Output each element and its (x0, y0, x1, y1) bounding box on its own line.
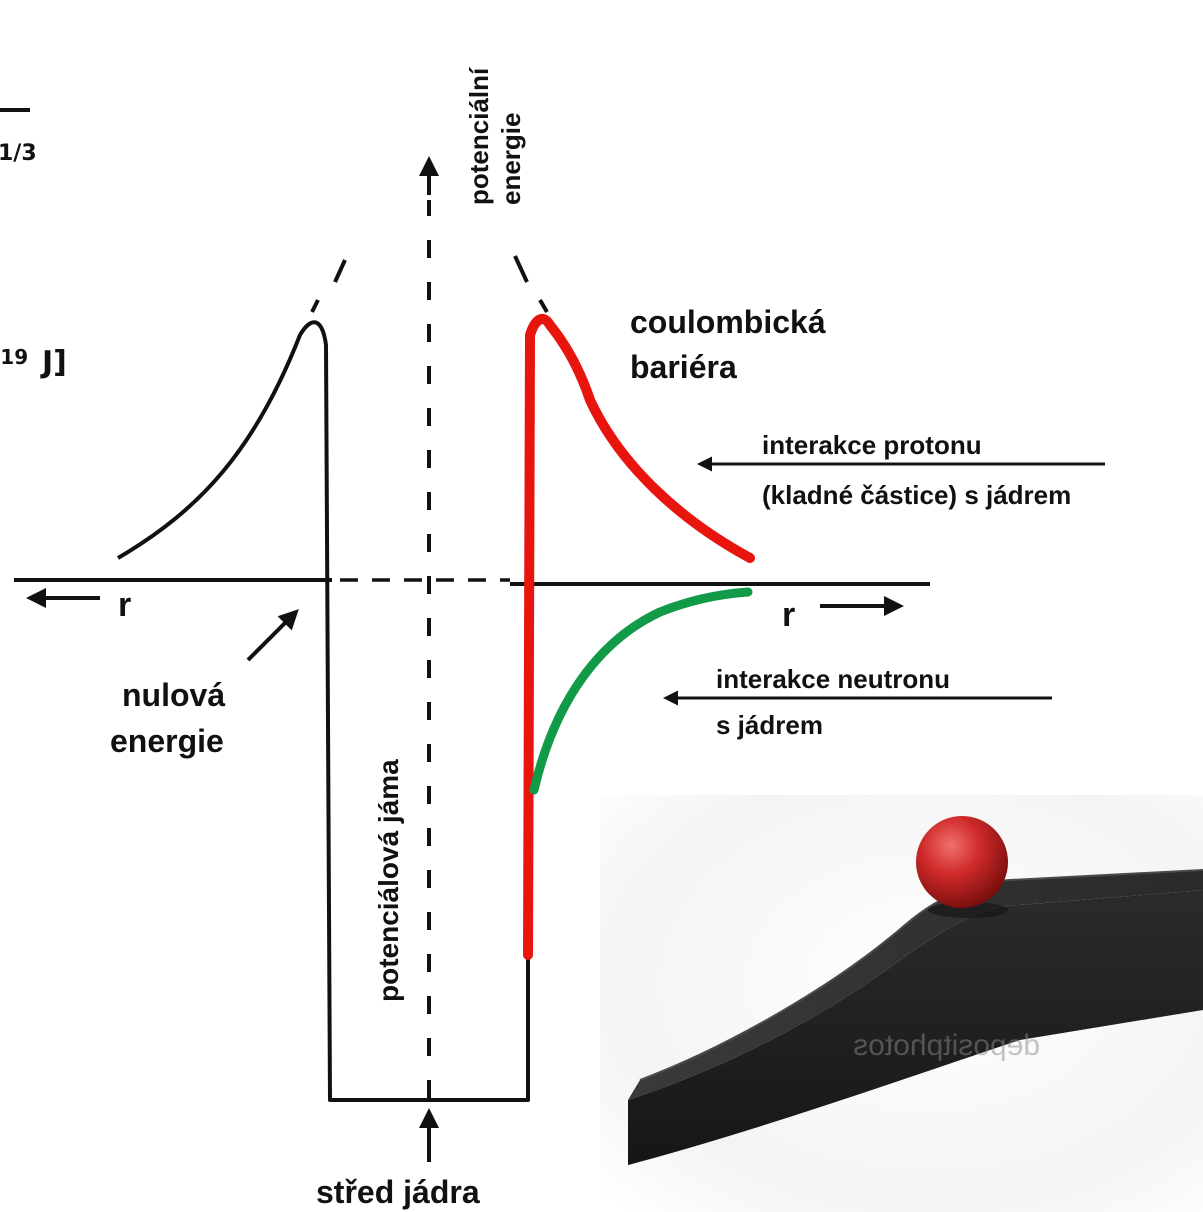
vertical-axis-label-line1: potenciální (464, 67, 494, 205)
proton-interaction-curve (523, 314, 755, 960)
proton-label-line2: (kladné částice) s jádrem (762, 480, 1071, 510)
photo-watermark: depositphotos (853, 1029, 1040, 1062)
exponent-fraction-fragment: 1/3 (0, 141, 37, 166)
neutron-label-line2: s jádrem (716, 710, 823, 740)
vertical-axis-label-line2: energie (496, 113, 526, 206)
barrier-extension-right-2 (538, 298, 549, 314)
barrier-extension-left-2 (310, 299, 320, 313)
neutron-interaction-curve (529, 587, 753, 795)
nucleus-center-label: střed jádra (316, 1174, 480, 1210)
ramp-side (628, 890, 1203, 1165)
barrier-label-line1: coulombická (630, 304, 826, 340)
r-right-label: r (782, 596, 795, 634)
exponent-energy-fragment: -19 (0, 345, 28, 369)
ball-ramp-photo: depositphotos (600, 795, 1203, 1212)
red-ball (916, 816, 1008, 908)
proton-label-line1: interakce protonu (762, 430, 982, 460)
ball-shadow (928, 902, 1008, 918)
potential-well-label: potenciálová jáma (373, 759, 404, 1002)
unit-bracket-fragment: J] (40, 345, 67, 380)
barrier-extension-left (333, 259, 347, 283)
neutron-label-line1: interakce neutronu (716, 664, 950, 694)
r-left-label: r (118, 586, 131, 624)
barrier-label-line2: bariéra (630, 349, 737, 385)
zero-energy-pointer (246, 609, 299, 662)
zero-energy-label-line1: nulová (122, 677, 225, 713)
barrier-extension-right (513, 255, 529, 283)
potential-curve-left (116, 320, 530, 1102)
ramp-top (628, 870, 1203, 1100)
zero-energy-label-line2: energie (110, 723, 224, 759)
